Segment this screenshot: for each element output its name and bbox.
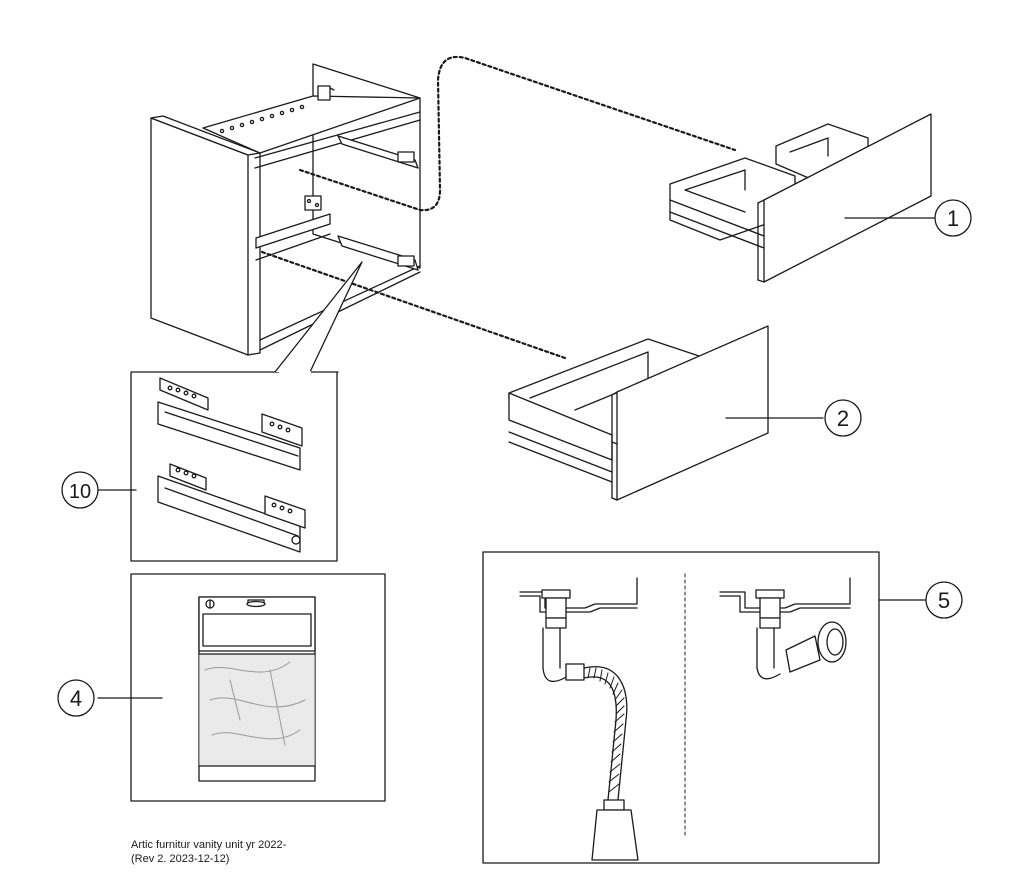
drawer-top — [669, 113, 935, 283]
footer-line-1: Artic furnitur vanity unit yr 2022- — [131, 839, 287, 851]
callout-2-circle — [824, 399, 862, 437]
guide-lines — [260, 55, 737, 360]
callout-5-circle — [925, 581, 963, 619]
callout-10-circle — [61, 471, 99, 509]
callout-circles — [57, 199, 972, 717]
footer-revision-note: Artic furnitur vanity unit yr 2022- (Rev… — [131, 838, 286, 866]
callout-1-label: 1 — [947, 206, 959, 231]
fittings-bag — [198, 596, 316, 782]
siphon-flexible — [519, 577, 639, 861]
callout-5-label: 5 — [938, 588, 950, 613]
footer-line-2: (Rev 2. 2023-12-12) — [131, 853, 230, 865]
drawer-bottom — [508, 325, 824, 501]
runners-detail — [97, 261, 363, 562]
callout-4-label: 4 — [70, 686, 82, 711]
callout-2-label: 2 — [837, 406, 849, 431]
callout-4-circle — [57, 679, 95, 717]
callout-1-circle — [934, 199, 972, 237]
cabinet-carcass — [150, 63, 421, 356]
siphon-box — [482, 551, 927, 864]
rail-holes — [219, 104, 305, 134]
siphon-wall — [719, 577, 851, 680]
callout-10-label: 10 — [69, 481, 91, 503]
fittings-bag-box — [97, 573, 386, 802]
